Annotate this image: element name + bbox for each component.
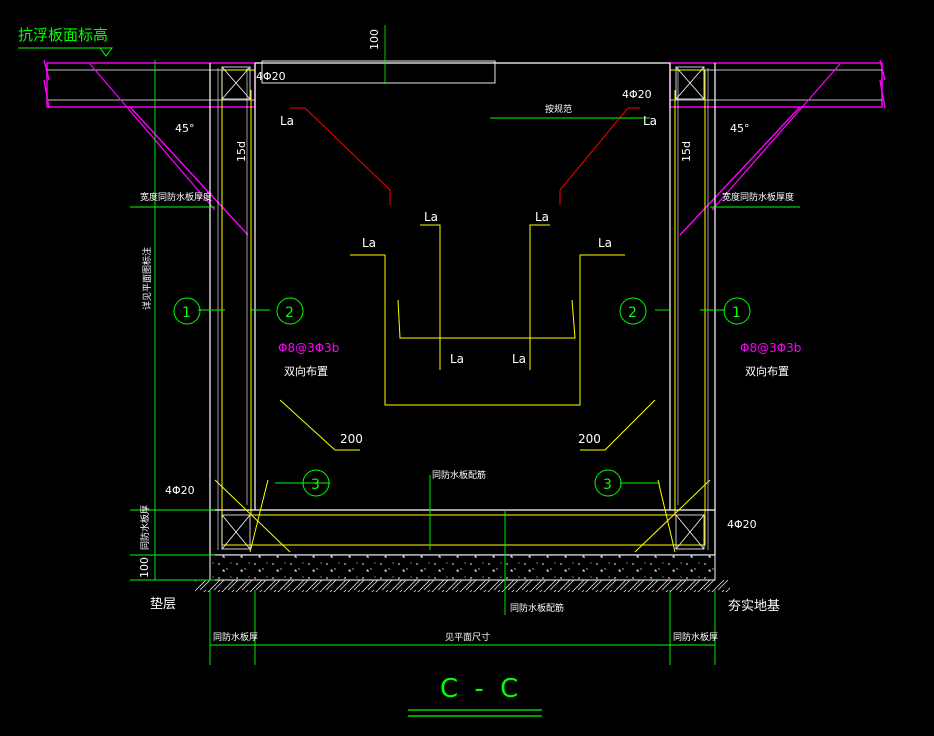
la-label: La xyxy=(450,352,464,366)
dim-100-left: 100 xyxy=(138,557,151,578)
ground-label: 夯实地基 xyxy=(728,599,780,614)
la-label: La xyxy=(512,352,526,366)
corner-x-boxes xyxy=(221,66,705,550)
two-way-left: 双向布置 xyxy=(284,364,328,378)
slab-thick-bottom-left: 同防水板厚 xyxy=(213,631,258,643)
la-label: La xyxy=(362,236,376,250)
mark-3-left: 3 xyxy=(311,477,320,493)
pit-size: 见平面尺寸 xyxy=(445,631,490,643)
haunch-left xyxy=(89,63,249,236)
bottom-rebar-note-2: 同防水板配筋 xyxy=(510,602,564,614)
dimension-lines xyxy=(18,47,800,665)
two-way-right: 双向布置 xyxy=(745,364,789,378)
la-label: La xyxy=(280,114,294,128)
cushion-label: 垫层 xyxy=(150,596,176,612)
rebar-bottom-right: 4Φ20 xyxy=(727,518,757,531)
dim-200-right: 200 xyxy=(578,432,601,446)
bottom-rebar-note: 同防水板配筋 xyxy=(432,469,486,481)
section-title: C - C xyxy=(408,674,542,717)
dim-15d-left: 15d xyxy=(235,141,248,162)
dim-15d-right: 15d xyxy=(680,141,693,162)
vertical-note: 详见平面图标注 xyxy=(141,247,153,310)
la-label: La xyxy=(643,114,657,128)
rebar-lines xyxy=(214,69,711,553)
mark-3-right: 3 xyxy=(603,477,612,493)
stirrup-right: Φ8@3Φ3b xyxy=(740,341,801,355)
section-note: 按规范 xyxy=(545,103,572,115)
slab-thick-left-v: 同防水板厚 xyxy=(139,505,151,550)
haunch-right xyxy=(679,63,841,236)
slab-thick-bottom-right: 同防水板厚 xyxy=(673,631,718,643)
la-label: La xyxy=(598,236,612,250)
mark-1-left: 1 xyxy=(182,305,191,321)
width-note-left: 宽度同防水板厚度 xyxy=(140,191,212,203)
top-opening xyxy=(261,25,496,84)
detail-marks xyxy=(173,297,751,497)
la-label: La xyxy=(535,210,549,224)
la-bars-yellow xyxy=(279,224,656,451)
top-elevation-label: 抗浮板面标高 xyxy=(18,26,108,44)
width-note-right: 宽度同防水板厚度 xyxy=(722,191,794,203)
section-title-text: C - C xyxy=(440,674,522,704)
angle-right: 45° xyxy=(730,122,750,135)
mark-1-right: 1 xyxy=(732,305,741,321)
rebar-top-left: 4Φ20 xyxy=(256,70,286,83)
rebar-bottom-left: 4Φ20 xyxy=(165,484,195,497)
elevation-marker: 抗浮板面标高 xyxy=(18,26,113,57)
mark-2-left: 2 xyxy=(285,305,294,321)
angle-left: 45° xyxy=(175,122,195,135)
dim-100-top: 100 xyxy=(368,29,381,50)
mark-2-right: 2 xyxy=(628,305,637,321)
dim-200-left: 200 xyxy=(340,432,363,446)
rebar-top-right: 4Φ20 xyxy=(622,88,652,101)
la-label: La xyxy=(424,210,438,224)
stirrup-left: Φ8@3Φ3b xyxy=(278,341,339,355)
cushion-layer xyxy=(195,554,730,592)
la-bars-red xyxy=(290,107,640,205)
